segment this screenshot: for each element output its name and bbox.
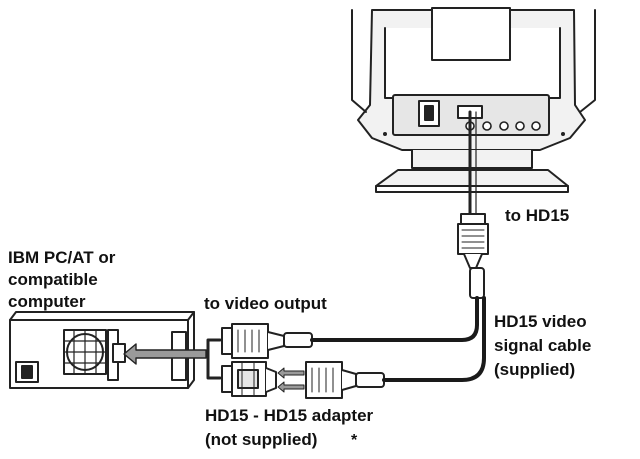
bnc-port-5 — [531, 121, 541, 131]
bnc-port-4 — [515, 121, 525, 131]
adapter-label-line2: (not supplied) — [205, 430, 318, 449]
ferrite-core-direct — [283, 332, 313, 348]
computer-label-line3: computer — [8, 292, 86, 311]
cable-direct — [310, 296, 479, 342]
bnc-port-2 — [482, 121, 492, 131]
cable-label-line2: signal cable — [494, 336, 592, 355]
monitor-top-window — [431, 7, 511, 61]
computer-label-line1: IBM PC/AT or — [8, 248, 116, 267]
connect-arrow — [123, 343, 207, 365]
adapter-arrows — [277, 367, 305, 393]
to-hd15-label: to HD15 — [505, 206, 570, 225]
computer — [9, 311, 195, 389]
monitor — [351, 7, 596, 193]
video-output-port — [112, 343, 126, 363]
monitor-cable — [457, 110, 489, 299]
adapter-label-line1: HD15 - HD15 adapter — [205, 406, 374, 425]
bnc-port-3 — [499, 121, 509, 131]
hd15-connector-adapter-side — [305, 361, 385, 399]
ferrite-core-upper — [469, 267, 485, 299]
bracket — [206, 338, 222, 380]
computer-label-line2: compatible — [8, 270, 98, 289]
ferrite-core-adapter — [355, 372, 385, 388]
cable-label-line3: (supplied) — [494, 360, 576, 379]
to-video-output-label: to video output — [204, 294, 327, 313]
hd15-adapter — [221, 361, 277, 397]
monitor-stand — [375, 169, 569, 187]
adapter-footnote-mark: * — [351, 432, 358, 449]
hd15-connector-direct — [221, 323, 313, 359]
monitor-neck — [411, 149, 533, 169]
cable-label-line1: HD15 video — [494, 312, 587, 331]
cable-adapter — [382, 296, 486, 382]
